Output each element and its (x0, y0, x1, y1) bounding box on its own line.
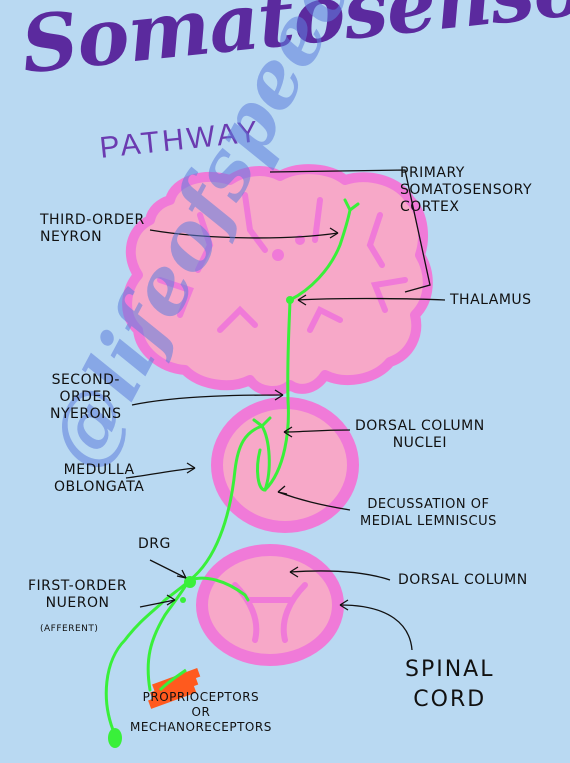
pathway-nodes (180, 296, 294, 603)
receptor-end (108, 728, 122, 748)
label-decussation: DECUSSATION OF MEDIAL LEMNISCUS (360, 497, 497, 529)
neural-pathway (104, 198, 360, 737)
label-spinal-cord: SPINAL CORD (405, 657, 495, 712)
medulla-section (211, 397, 359, 533)
label-dorsal-column: DORSAL COLUMN (398, 572, 528, 588)
label-first-order: FIRST-ORDER NUERON (28, 578, 128, 611)
label-drg: DRG (138, 536, 171, 552)
brain-section (122, 164, 433, 396)
leader-lines (125, 169, 446, 651)
label-second-order: SECOND- ORDER NYERONS (50, 372, 122, 422)
label-third-order: THIRD-ORDER NEYRON (40, 212, 145, 245)
spinal-cord-section (196, 544, 344, 666)
label-afferent: (AFFERENT) (40, 624, 99, 634)
label-medulla: MEDULLA OBLONGATA (54, 462, 145, 495)
label-thalamus: THALAMUS (450, 292, 532, 308)
receptor-bundle (148, 668, 201, 709)
label-receptors: PROPRIOCEPTORS OR MECHANORECEPTORS (130, 690, 272, 734)
label-primary-cortex: PRIMARY SOMATOSENSORY CORTEX (400, 165, 533, 215)
label-dorsal-column-nuclei: DORSAL COLUMN NUCLEI (355, 418, 485, 451)
